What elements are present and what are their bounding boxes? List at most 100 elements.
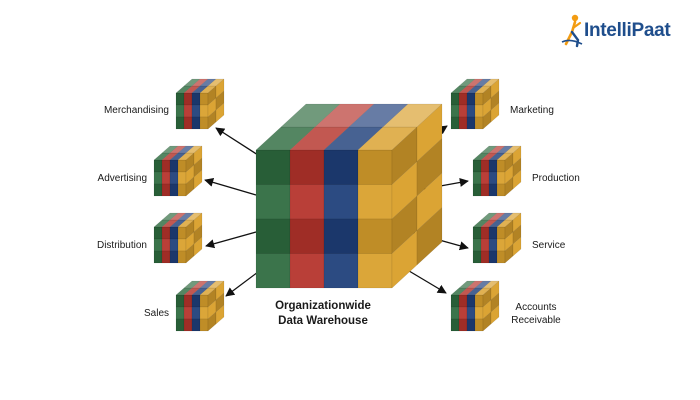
- cube-side-cell: [512, 169, 522, 190]
- cube-front-cell: [175, 318, 185, 332]
- cube-front-cell: [199, 294, 209, 308]
- cube-front-cell: [323, 253, 359, 289]
- cube-front-cell: [183, 306, 193, 320]
- node-label-merchandising: Merchandising: [103, 105, 169, 116]
- cube-front-cell: [458, 294, 468, 308]
- cube-front-cell: [496, 159, 506, 173]
- node-label-production: Production: [532, 173, 580, 184]
- cube-side-cell: [215, 304, 225, 325]
- cube-front-cell: [323, 218, 359, 254]
- cube-front-cell: [488, 226, 498, 240]
- cube-front-cell: [169, 159, 179, 173]
- cube-front-cell: [183, 92, 193, 106]
- cube-front-cell: [472, 238, 482, 252]
- cube-front-cell: [474, 318, 484, 332]
- cube-front-cell: [323, 149, 359, 185]
- cube-front-cell: [169, 171, 179, 185]
- cube-front-cell: [289, 184, 325, 220]
- node-label-service: Service: [532, 240, 566, 251]
- cube-front-cell: [183, 104, 193, 118]
- cube-front-cell: [175, 294, 185, 308]
- cube-front-cell: [255, 253, 291, 289]
- cube-front-cell: [183, 318, 193, 332]
- cube-front-cell: [474, 306, 484, 320]
- cube-front-cell: [480, 250, 490, 264]
- cube-side-cell: [490, 304, 500, 325]
- cube-front-cell: [466, 318, 476, 332]
- cube-front-cell: [474, 294, 484, 308]
- cube-front-cell: [177, 238, 187, 252]
- node-label-advertising: Advertising: [97, 173, 147, 184]
- cube-front-cell: [199, 306, 209, 320]
- cube-front-cell: [199, 92, 209, 106]
- cube-front-cell: [450, 318, 460, 332]
- cube-front-cell: [161, 183, 171, 197]
- cube-front-cell: [450, 294, 460, 308]
- cube-front-cell: [472, 226, 482, 240]
- cube-front-cell: [480, 226, 490, 240]
- cube-front-cell: [357, 149, 393, 185]
- cube-front-cell: [191, 104, 201, 118]
- cube-sales: [175, 280, 225, 332]
- cube-side-cell: [490, 102, 500, 123]
- warehouse-caption: Organizationwide Data Warehouse: [258, 299, 388, 329]
- cube-front-cell: [474, 92, 484, 106]
- cube-front-cell: [177, 183, 187, 197]
- cube-front-cell: [496, 238, 506, 252]
- cube-front-cell: [199, 116, 209, 130]
- cube-front-cell: [472, 183, 482, 197]
- cube-accounts-receivable: [450, 280, 500, 332]
- cube-distribution: [153, 212, 203, 264]
- cube-front-cell: [169, 238, 179, 252]
- cube-front-cell: [191, 294, 201, 308]
- cube-front-cell: [177, 250, 187, 264]
- warehouse-caption-line2: Data Warehouse: [278, 315, 368, 327]
- cube-front-cell: [488, 250, 498, 264]
- arrow-to-distribution: [205, 231, 257, 249]
- cube-front-cell: [488, 159, 498, 173]
- cube-front-cell: [458, 306, 468, 320]
- cube-front-cell: [169, 226, 179, 240]
- cube-front-cell: [466, 104, 476, 118]
- cube-side-cell: [215, 102, 225, 123]
- cube-front-cell: [255, 218, 291, 254]
- cube-front-cell: [153, 226, 163, 240]
- cube-front-cell: [177, 159, 187, 173]
- cube-front-cell: [323, 184, 359, 220]
- cube-front-cell: [450, 306, 460, 320]
- warehouse-cube: [255, 103, 443, 289]
- node-label-receivable: Receivable: [511, 315, 561, 326]
- node-label-sales: Sales: [143, 308, 169, 319]
- cube-advertising: [153, 145, 203, 197]
- cube-front-cell: [450, 116, 460, 130]
- arrow-to-merchandising: [215, 127, 259, 156]
- cube-service: [472, 212, 522, 264]
- cube-front-cell: [450, 92, 460, 106]
- cube-side-cell: [193, 236, 203, 257]
- cube-front-cell: [191, 306, 201, 320]
- cube-front-cell: [191, 92, 201, 106]
- arrow-to-sales: [225, 271, 259, 297]
- cube-front-cell: [153, 159, 163, 173]
- cube-front-cell: [169, 250, 179, 264]
- cube-front-cell: [466, 294, 476, 308]
- cube-front-cell: [161, 159, 171, 173]
- cube-front-cell: [480, 183, 490, 197]
- cube-front-cell: [357, 218, 393, 254]
- cube-front-cell: [255, 184, 291, 220]
- cube-front-cell: [177, 171, 187, 185]
- arrow-to-advertising: [204, 177, 257, 196]
- cube-front-cell: [175, 116, 185, 130]
- cube-front-cell: [458, 318, 468, 332]
- cube-front-cell: [474, 116, 484, 130]
- cube-front-cell: [183, 116, 193, 130]
- cube-front-cell: [161, 226, 171, 240]
- cube-front-cell: [458, 92, 468, 106]
- cube-front-cell: [458, 116, 468, 130]
- cube-front-cell: [357, 253, 393, 289]
- cube-front-cell: [496, 250, 506, 264]
- cube-front-cell: [175, 306, 185, 320]
- cube-side-cell: [416, 207, 443, 266]
- cube-front-cell: [488, 238, 498, 252]
- cube-front-cell: [472, 159, 482, 173]
